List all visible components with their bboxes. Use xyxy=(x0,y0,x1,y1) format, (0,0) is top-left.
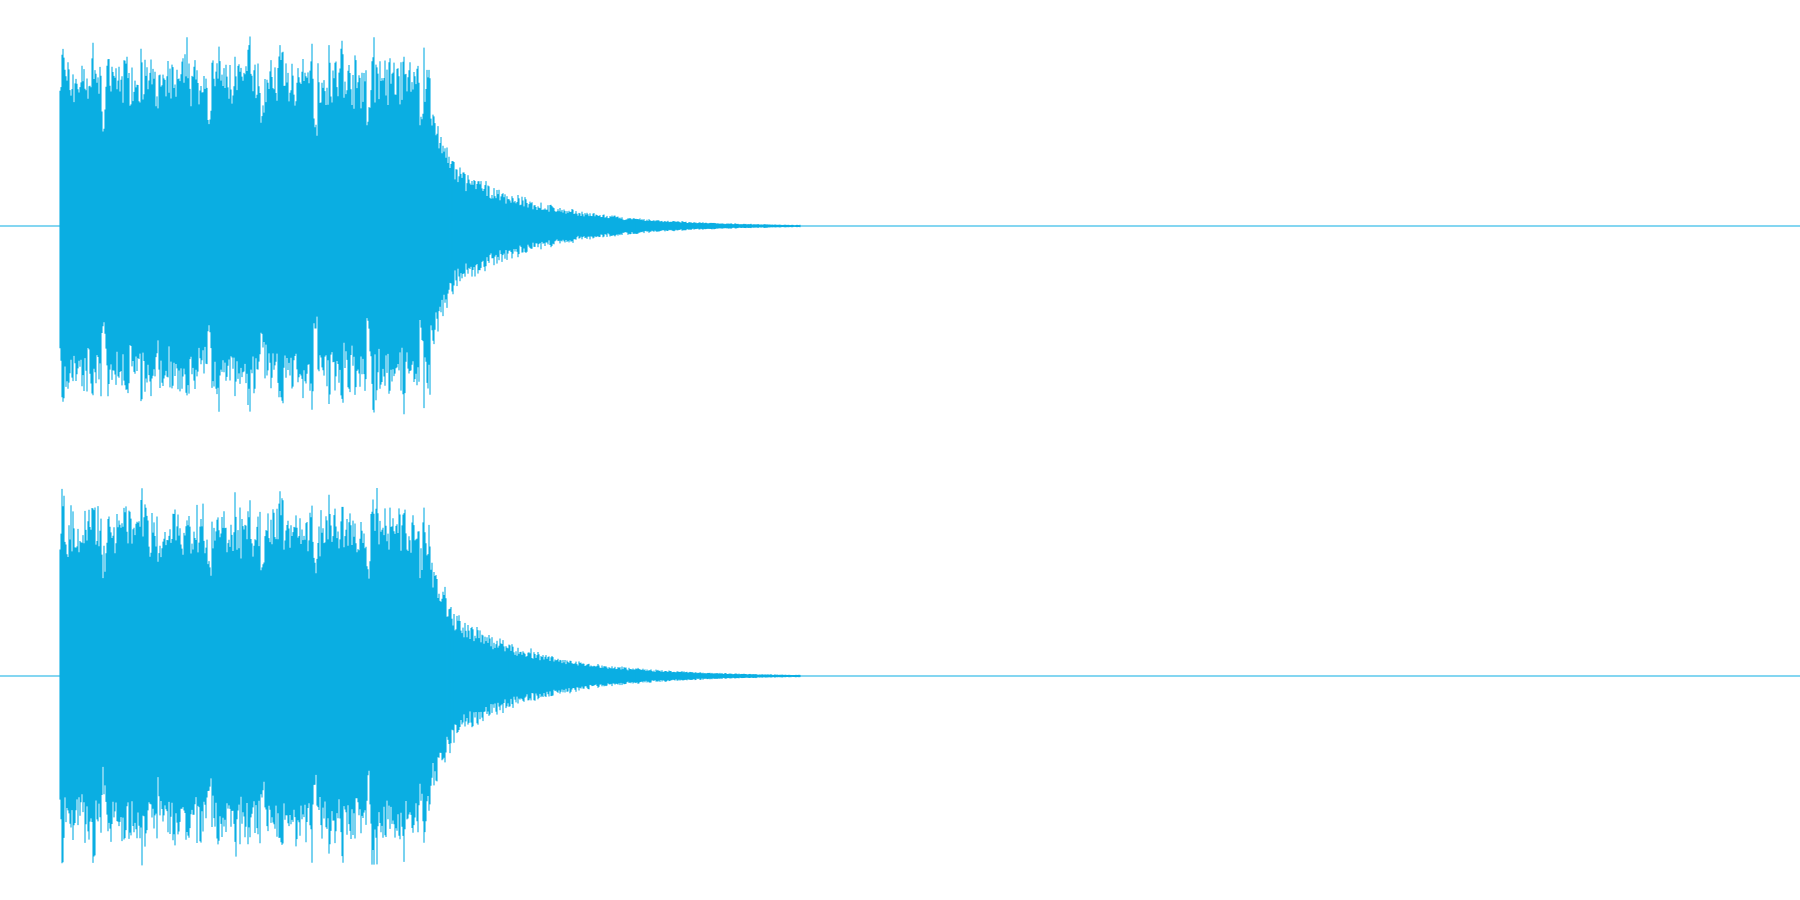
waveform-channel-right xyxy=(0,488,1800,866)
waveform-channel-left xyxy=(0,36,1800,415)
